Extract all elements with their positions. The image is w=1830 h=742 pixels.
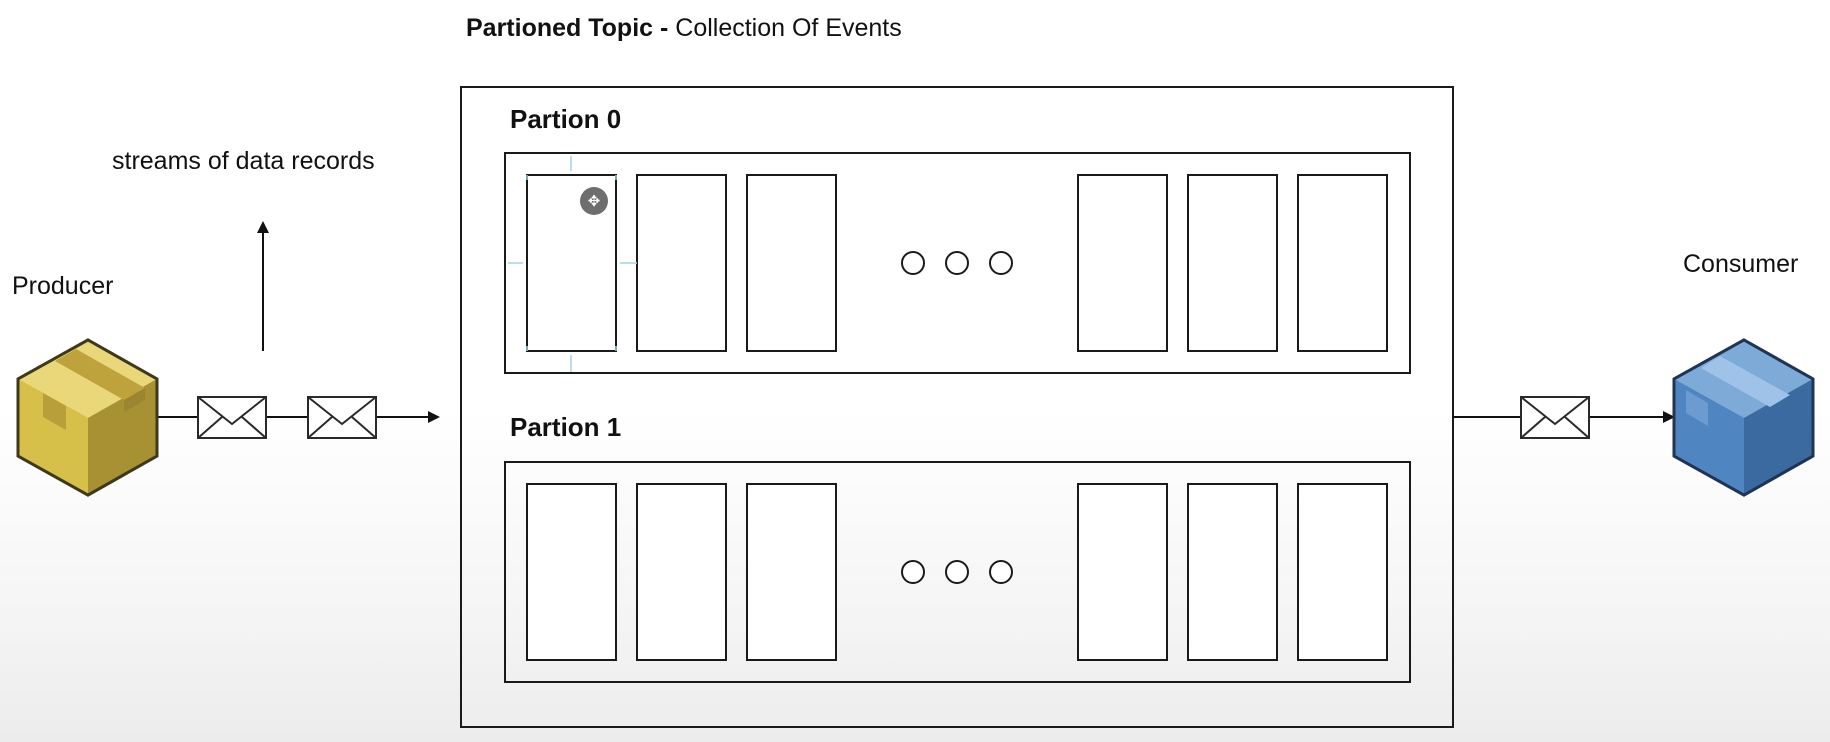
title-regular-part: Collection Of Events	[675, 14, 902, 42]
partition-0-record-6[interactable]	[1297, 174, 1388, 352]
diagram-title: Partioned Topic - Collection Of Events	[466, 14, 902, 43]
partition-1-record-1[interactable]	[526, 483, 617, 661]
partition-0-record-3[interactable]	[746, 174, 837, 352]
partition-1-box[interactable]	[504, 461, 1411, 683]
partition-0-ellipsis-dot	[945, 251, 969, 275]
producer-label: Producer	[12, 272, 114, 300]
partition-1-ellipsis-dot	[901, 560, 925, 584]
partition-1-record-6[interactable]	[1297, 483, 1388, 661]
producer-package-icon[interactable]	[16, 338, 159, 497]
consumer-package-icon[interactable]	[1672, 338, 1815, 497]
title-bold-part: Partioned Topic -	[466, 14, 676, 42]
streams-label: streams of data records	[112, 147, 375, 175]
partition-1-label: Partion 1	[510, 412, 622, 442]
partition-0-record-4[interactable]	[1077, 174, 1168, 352]
partition-0-record-2[interactable]	[636, 174, 727, 352]
partition-0-ellipsis-dot	[901, 251, 925, 275]
partition-0-box[interactable]	[504, 152, 1411, 374]
partition-1-record-2[interactable]	[636, 483, 727, 661]
partition-1-record-5[interactable]	[1187, 483, 1278, 661]
partition-1-ellipsis-dot	[989, 560, 1013, 584]
partition-0-record-5[interactable]	[1187, 174, 1278, 352]
consumer-label: Consumer	[1683, 250, 1799, 278]
move-cursor-icon: ✥	[580, 187, 608, 215]
partition-1-ellipsis-dot	[945, 560, 969, 584]
partition-1-record-4[interactable]	[1077, 483, 1168, 661]
topic-container[interactable]	[460, 86, 1454, 728]
envelope-icon[interactable]	[307, 396, 377, 439]
partition-0-label: Partion 0	[510, 104, 622, 134]
partition-0-ellipsis-dot	[989, 251, 1013, 275]
partition-1-record-3[interactable]	[746, 483, 837, 661]
envelope-icon[interactable]	[1520, 396, 1590, 439]
envelope-icon[interactable]	[197, 396, 267, 439]
selection-handles[interactable]	[508, 156, 637, 372]
